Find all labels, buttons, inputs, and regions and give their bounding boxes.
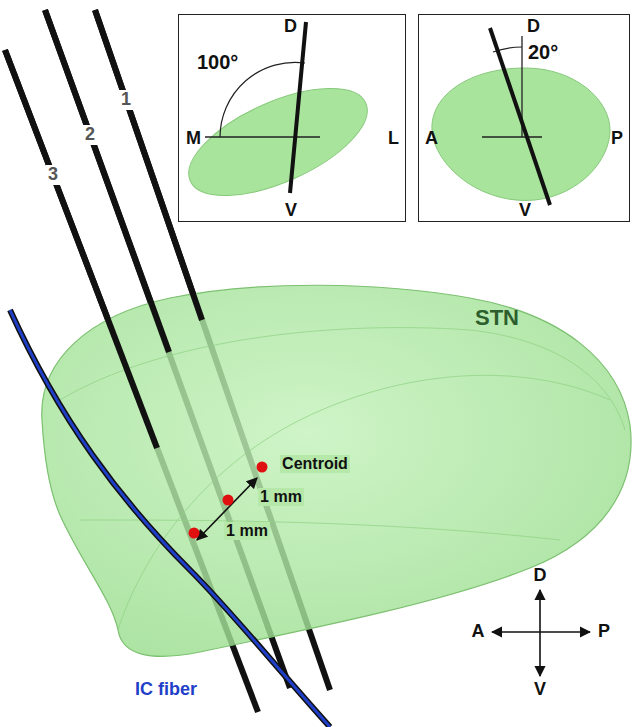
- stn-shading: [60, 328, 625, 630]
- ic-fiber: [10, 310, 330, 727]
- direction-label: P: [598, 622, 610, 642]
- axis-label: V: [519, 201, 531, 221]
- fiber-label: IC fiber: [135, 680, 197, 700]
- axis-label: A: [425, 129, 438, 149]
- inset-view-box: D 100° M L V: [178, 14, 406, 222]
- dimension-label: 1 mm: [258, 488, 304, 506]
- direction-label: A: [472, 622, 485, 642]
- inset-view-box: D 20° A P V: [418, 14, 630, 222]
- callout-number: 3: [46, 165, 60, 185]
- callout-number: 1: [119, 90, 133, 110]
- axis-label: 20°: [528, 41, 558, 63]
- axis-label: V: [285, 201, 297, 221]
- axis-label: P: [611, 129, 623, 149]
- stn-nucleus: [42, 285, 631, 656]
- axis-label: D: [284, 17, 297, 37]
- axis-label: 100°: [197, 51, 238, 73]
- axis-label: L: [388, 129, 399, 149]
- orientation-compass: [492, 590, 590, 676]
- direction-label: V: [534, 680, 546, 700]
- offset-dot: [223, 495, 234, 506]
- structure-label: STN: [475, 306, 519, 330]
- ic-fiber-outline: [10, 310, 330, 727]
- axis-label: M: [186, 129, 201, 149]
- inset-sagittal: [432, 28, 610, 205]
- direction-label: D: [534, 566, 547, 586]
- dimension-label: 1 mm: [224, 522, 270, 540]
- axis-label: D: [527, 17, 540, 37]
- electrode-upper: [5, 10, 202, 448]
- offset-dot: [189, 528, 200, 539]
- callout-number: 2: [83, 125, 97, 145]
- inset-coronal: [174, 22, 382, 218]
- centroid-dot: [257, 462, 268, 473]
- point-label: Centroid: [280, 455, 350, 473]
